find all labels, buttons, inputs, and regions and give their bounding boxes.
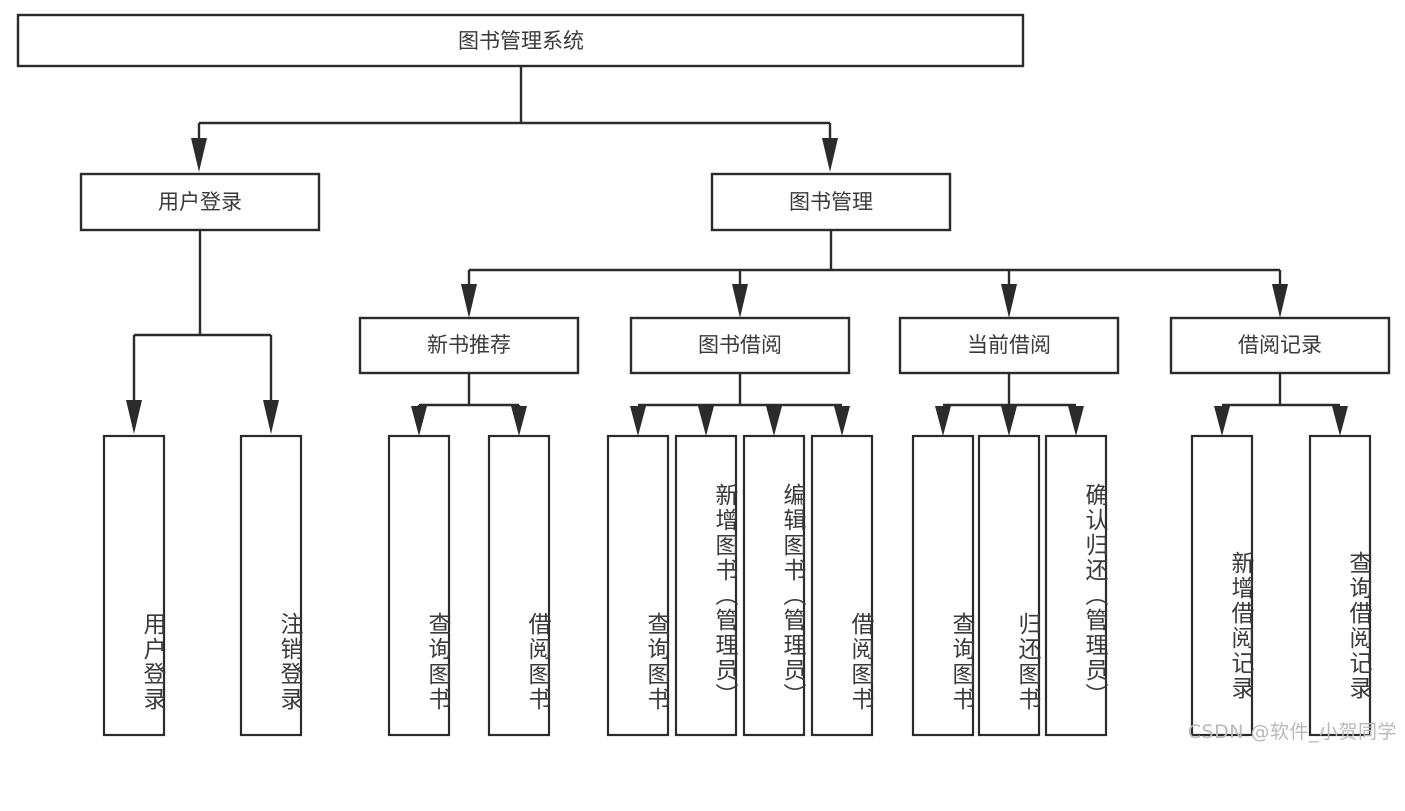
arrow-level3-2-icon: [1001, 284, 1017, 318]
arrow-user-login-0-icon: [126, 400, 142, 434]
arrow-bookborrow-2-icon: [766, 406, 782, 436]
diagram-canvas: 图书管理系统 用户登录 图书管理: [16, 13, 1397, 743]
tree-diagram-svg: 图书管理系统 用户登录 图书管理: [16, 13, 1391, 737]
node-book-management-box[interactable]: [710, 172, 952, 232]
node-book-borrow-label: 图书借阅: [698, 333, 782, 357]
leaf-box-borrowrecord-1[interactable]: [1308, 434, 1372, 737]
node-root-box[interactable]: [16, 13, 1025, 68]
node-borrow-record-label: 借阅记录: [1238, 333, 1322, 357]
arrow-currentborrow-0-icon: [935, 406, 951, 436]
leaf-box-user-login-1[interactable]: [239, 434, 303, 737]
arrow-newbook-1-icon: [511, 406, 527, 436]
arrow-borrowrecord-1-icon: [1332, 406, 1348, 436]
node-borrow-record[interactable]: 借阅记录: [1169, 316, 1391, 375]
arrow-level2-0-icon: [191, 138, 207, 172]
leaf-box-currentborrow-1[interactable]: [977, 434, 1041, 737]
node-new-book-recommend[interactable]: 新书推荐: [358, 316, 580, 375]
leaf-box-bookborrow-2[interactable]: [742, 434, 806, 737]
arrow-level3-1-icon: [732, 284, 748, 318]
node-new-book-recommend-label: 新书推荐: [427, 333, 511, 357]
leaf-box-newbook-1[interactable]: [487, 434, 551, 737]
node-book-management-label: 图书管理: [789, 190, 873, 214]
arrow-level2-1-icon: [822, 138, 838, 172]
node-root-label: 图书管理系统: [458, 29, 584, 53]
node-book-borrow[interactable]: 图书借阅: [629, 316, 851, 375]
node-new-book-recommend-box[interactable]: [358, 316, 580, 375]
node-root[interactable]: 图书管理系统: [16, 13, 1025, 68]
arrow-bookborrow-3-icon: [834, 406, 850, 436]
leaf-box-currentborrow-0[interactable]: [911, 434, 975, 737]
leaf-box-user-login-0[interactable]: [102, 434, 166, 737]
arrow-newbook-0-icon: [411, 406, 427, 436]
arrow-currentborrow-1-icon: [1001, 406, 1017, 436]
arrow-currentborrow-2-icon: [1068, 406, 1084, 436]
arrow-level3-3-icon: [1272, 284, 1288, 318]
arrow-borrowrecord-0-icon: [1214, 406, 1230, 436]
leaf-box-currentborrow-2[interactable]: [1044, 434, 1108, 737]
node-book-management[interactable]: 图书管理: [710, 172, 952, 232]
arrow-level3-0-icon: [461, 284, 477, 318]
node-current-borrow-box[interactable]: [898, 316, 1120, 375]
node-current-borrow-label: 当前借阅: [967, 333, 1051, 357]
leaf-box-bookborrow-1[interactable]: [674, 434, 738, 737]
csdn-watermark: CSDN @软件_小贺同学: [1187, 721, 1397, 743]
node-user-login-label: 用户登录: [158, 190, 242, 214]
node-borrow-record-box[interactable]: [1169, 316, 1391, 375]
leaf-box-newbook-0[interactable]: [387, 434, 451, 737]
node-book-borrow-box[interactable]: [629, 316, 851, 375]
leaf-box-borrowrecord-0[interactable]: [1190, 434, 1254, 737]
arrow-bookborrow-0-icon: [630, 406, 646, 436]
arrow-bookborrow-1-icon: [698, 406, 714, 436]
node-user-login[interactable]: 用户登录: [79, 172, 321, 232]
leaf-box-bookborrow-3[interactable]: [810, 434, 874, 737]
leaf-box-bookborrow-0[interactable]: [606, 434, 670, 737]
node-current-borrow[interactable]: 当前借阅: [898, 316, 1120, 375]
arrow-user-login-1-icon: [263, 400, 279, 434]
